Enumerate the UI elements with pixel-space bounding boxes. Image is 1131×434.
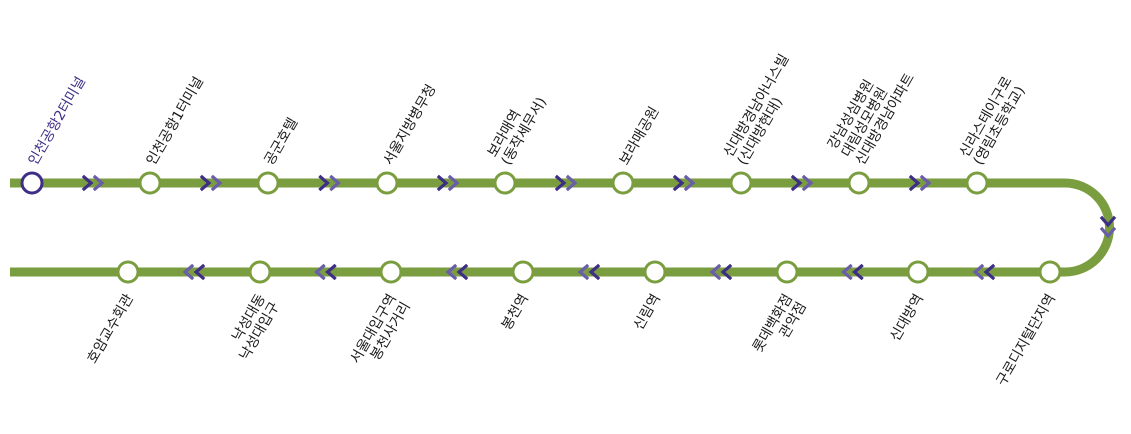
stop-label: 공군호텔 bbox=[262, 115, 302, 168]
stop-label: 봉천역 bbox=[499, 292, 532, 333]
svg-text:보라매공원: 보라매공원 bbox=[617, 104, 663, 168]
direction-arrow-icon bbox=[577, 263, 601, 281]
svg-text:서울지방병무청: 서울지방병무청 bbox=[381, 82, 440, 168]
svg-text:인천공항1터미널: 인천공항1터미널 bbox=[144, 74, 207, 168]
stop-label: 신대방경남아너스빌(신대방현대) bbox=[721, 52, 807, 168]
stop-label: 구로디지털단지역 bbox=[994, 292, 1059, 389]
stop-marker[interactable] bbox=[375, 171, 399, 195]
direction-arrow-icon bbox=[1099, 215, 1117, 239]
stop-marker[interactable] bbox=[729, 171, 753, 195]
svg-text:신대방역: 신대방역 bbox=[887, 292, 927, 345]
current-stop-marker[interactable] bbox=[20, 171, 44, 195]
svg-text:신림역: 신림역 bbox=[631, 292, 664, 333]
direction-arrow-icon bbox=[318, 174, 341, 192]
stop-marker[interactable] bbox=[965, 171, 989, 195]
stop-label-line: 서울지방병무청 bbox=[381, 82, 440, 168]
svg-text:신대방경남아너스빌(신대방현대): 신대방경남아너스빌(신대방현대) bbox=[721, 52, 807, 168]
stop-marker[interactable] bbox=[511, 260, 535, 284]
stop-label-line: 구로디지털단지역 bbox=[994, 292, 1059, 389]
direction-arrow-icon bbox=[182, 263, 206, 281]
stop-label: 보라매역(동작세무서) bbox=[485, 87, 550, 168]
svg-text:호암교수회관: 호암교수회관 bbox=[84, 291, 137, 366]
svg-text:봉천역: 봉천역 bbox=[499, 292, 532, 333]
stop-label: 인천공항2터미널 bbox=[26, 74, 89, 168]
direction-arrow-icon bbox=[554, 174, 578, 192]
stop-marker[interactable] bbox=[906, 260, 930, 284]
stop-label: 롯데백화점관악점 bbox=[750, 292, 810, 364]
svg-text:공군호텔: 공군호텔 bbox=[262, 115, 302, 168]
svg-text:보라매역(동작세무서): 보라매역(동작세무서) bbox=[485, 87, 550, 168]
direction-arrow-icon bbox=[314, 263, 337, 281]
stop-label: 서울지방병무청 bbox=[381, 82, 440, 168]
svg-text:낙성대동낙성대입구: 낙성대동낙성대입구 bbox=[223, 291, 283, 363]
stop-label: 호암교수회관 bbox=[84, 291, 137, 366]
direction-arrow-icon bbox=[790, 174, 814, 192]
stop-marker[interactable] bbox=[116, 260, 140, 284]
svg-text:서울대입구역봉천사거리: 서울대입구역봉천사거리 bbox=[347, 292, 413, 375]
stop-label: 서울대입구역봉천사거리 bbox=[347, 292, 413, 375]
direction-arrow-icon bbox=[908, 174, 932, 192]
stop-marker[interactable] bbox=[643, 260, 667, 284]
svg-text:강남성심병원대림성모병원신대방경남아파트: 강남성심병원대림성모병원신대방경남아파트 bbox=[825, 55, 918, 168]
stop-label: 신림역 bbox=[631, 292, 664, 333]
stop-marker[interactable] bbox=[138, 171, 162, 195]
stop-marker[interactable] bbox=[847, 171, 871, 195]
stop-label-line: 인천공항1터미널 bbox=[144, 74, 207, 168]
stop-label: 낙성대동낙성대입구 bbox=[223, 291, 283, 363]
stop-label-line: 신림역 bbox=[631, 292, 664, 333]
stop-label: 인천공항1터미널 bbox=[144, 74, 207, 168]
direction-arrow-icon bbox=[841, 263, 864, 281]
stop-marker[interactable] bbox=[611, 171, 635, 195]
direction-arrow-icon bbox=[436, 174, 460, 192]
direction-arrow-icon bbox=[972, 263, 996, 281]
stop-label: 신라스테이구로(영림초등학교) bbox=[957, 74, 1030, 168]
direction-arrow-icon bbox=[81, 174, 105, 192]
stop-marker[interactable] bbox=[775, 260, 799, 284]
stop-marker[interactable] bbox=[1038, 260, 1062, 284]
stop-label-line: 봉천역 bbox=[499, 292, 532, 333]
stop-marker[interactable] bbox=[256, 171, 280, 195]
direction-arrow-icon bbox=[672, 174, 696, 192]
svg-text:신라스테이구로(영림초등학교): 신라스테이구로(영림초등학교) bbox=[957, 74, 1030, 168]
stop-label-line: 신대방역 bbox=[887, 292, 927, 345]
svg-text:롯데백화점관악점: 롯데백화점관악점 bbox=[750, 292, 810, 364]
stop-label: 신대방역 bbox=[887, 292, 927, 345]
stop-label: 강남성심병원대림성모병원신대방경남아파트 bbox=[825, 55, 918, 168]
svg-text:인천공항2터미널: 인천공항2터미널 bbox=[26, 74, 89, 168]
stop-marker[interactable] bbox=[248, 260, 272, 284]
stop-marker[interactable] bbox=[493, 171, 517, 195]
stop-label-line: 공군호텔 bbox=[262, 115, 302, 168]
stop-label: 보라매공원 bbox=[617, 104, 663, 168]
direction-arrow-icon bbox=[445, 263, 469, 281]
stop-label-line: 보라매공원 bbox=[617, 104, 663, 168]
direction-arrow-icon bbox=[199, 174, 223, 192]
stop-label-line: 인천공항2터미널 bbox=[26, 74, 89, 168]
stop-label-line: 호암교수회관 bbox=[84, 291, 137, 366]
direction-arrow-icon bbox=[709, 263, 733, 281]
svg-text:구로디지털단지역: 구로디지털단지역 bbox=[994, 292, 1059, 389]
route-line bbox=[10, 178, 1114, 277]
stop-marker[interactable] bbox=[379, 260, 403, 284]
